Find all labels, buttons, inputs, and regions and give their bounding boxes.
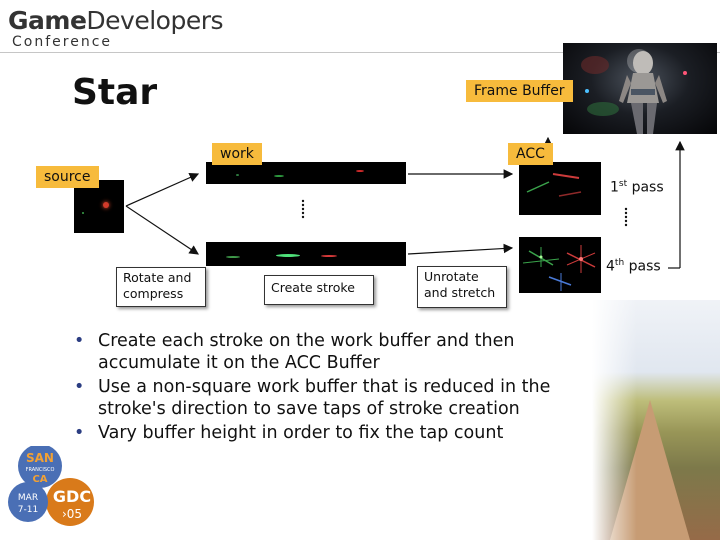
badge-event: GDC bbox=[53, 487, 91, 506]
frame-buffer-image bbox=[563, 43, 717, 134]
first-pass-suffix: st bbox=[618, 179, 628, 189]
rotate-compress-step: Rotate and compress bbox=[116, 267, 206, 307]
stroke-dot bbox=[226, 256, 240, 258]
logo-title-bold: Game bbox=[8, 6, 87, 35]
first-pass-number: 1 bbox=[610, 179, 619, 196]
fourth-pass-word: pass bbox=[624, 258, 661, 275]
conference-logo: GameDevelopers Conference bbox=[8, 6, 224, 50]
star-dot bbox=[82, 212, 84, 214]
create-stroke-step: Create stroke bbox=[264, 275, 374, 305]
frame-buffer-tag: Frame Buffer bbox=[466, 80, 573, 102]
character-render bbox=[581, 49, 687, 134]
badge-state: CA bbox=[32, 474, 47, 485]
unrotate-stretch-step: Unrotate and stretch bbox=[417, 266, 507, 308]
gdc-event-badge: SAN FRANCISCO CA MAR 7-11 GDC ›05 bbox=[8, 446, 94, 526]
fourth-pass-suffix: th bbox=[614, 258, 625, 268]
bullet-item: Create each stroke on the work buffer an… bbox=[72, 330, 592, 374]
logo-subtitle: Conference bbox=[12, 34, 113, 50]
logo-title: GameDevelopers bbox=[8, 6, 224, 36]
rotate-step-line1: Rotate and bbox=[123, 270, 192, 285]
badge-year: ›05 bbox=[62, 507, 82, 521]
stroke-dot bbox=[356, 170, 364, 172]
unrotate-step-line1: Unrotate bbox=[424, 269, 479, 284]
acc-stars-final bbox=[522, 245, 596, 291]
badge-dates: 7-11 bbox=[18, 505, 38, 515]
logo-title-rest: Developers bbox=[86, 6, 224, 35]
stroke-dot bbox=[276, 254, 300, 257]
fourth-pass-number: 4 bbox=[606, 258, 615, 275]
star-dot bbox=[103, 202, 109, 208]
first-pass-word: pass bbox=[627, 179, 664, 196]
unrotate-step-line2: and stretch bbox=[424, 285, 496, 300]
badge-city: SAN bbox=[26, 451, 54, 465]
stroke-dot bbox=[274, 175, 284, 177]
badge-city-sub: FRANCISCO bbox=[26, 467, 55, 473]
stroke-dot bbox=[321, 255, 337, 257]
acc-buffer-pass1 bbox=[519, 162, 601, 215]
work-buffer-pass1 bbox=[206, 162, 406, 184]
bullet-list: Create each stroke on the work buffer an… bbox=[72, 330, 592, 446]
acc-tag: ACC bbox=[508, 143, 553, 165]
work-buffer-pass4 bbox=[206, 242, 406, 266]
bullet-item: Vary buffer height in order to fix the t… bbox=[72, 422, 592, 444]
work-tag: work bbox=[212, 143, 262, 165]
fourth-pass-label: 4th pass bbox=[606, 258, 661, 275]
slide-title: Star bbox=[72, 72, 158, 113]
stroke-dot bbox=[236, 174, 239, 176]
source-tag: source bbox=[36, 166, 99, 188]
acc-buffer-pass4 bbox=[519, 237, 601, 293]
road-photo-fade bbox=[592, 300, 720, 540]
badge-month: MAR bbox=[18, 493, 38, 503]
source-buffer-image bbox=[74, 180, 124, 233]
header-divider bbox=[0, 52, 720, 53]
acc-stars bbox=[526, 173, 582, 197]
first-pass-label: 1st pass bbox=[610, 179, 664, 196]
bullet-item: Use a non-square work buffer that is red… bbox=[72, 376, 592, 420]
rotate-step-line2: compress bbox=[123, 286, 184, 301]
